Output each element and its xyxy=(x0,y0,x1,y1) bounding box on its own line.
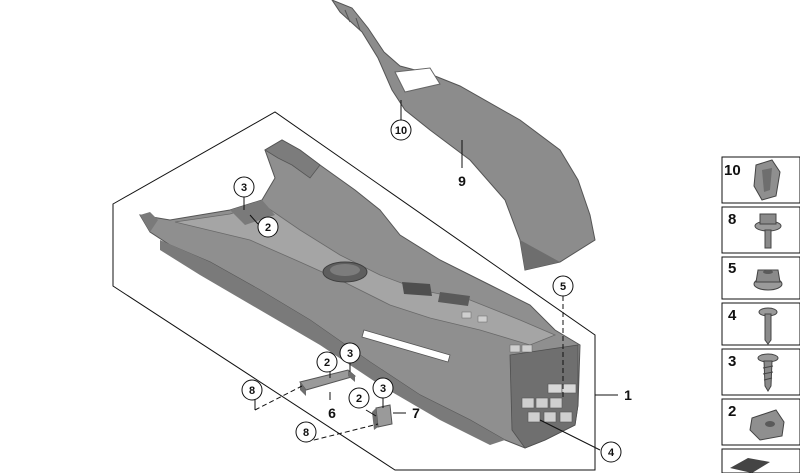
callout-3-low[interactable]: 3 xyxy=(372,377,394,399)
part-number-7: 7 xyxy=(412,405,420,421)
legend-row-5[interactable]: 5 xyxy=(721,256,800,300)
assembly-outline xyxy=(112,111,596,471)
svg-text:8: 8 xyxy=(728,211,736,228)
svg-text:8: 8 xyxy=(303,427,309,439)
legend-row-partial xyxy=(721,448,800,473)
callout-4[interactable]: 4 xyxy=(600,441,622,463)
svg-text:4: 4 xyxy=(728,307,737,324)
svg-text:3: 3 xyxy=(347,348,353,360)
svg-text:2: 2 xyxy=(356,393,362,405)
trim-panel-part[interactable] xyxy=(331,0,596,271)
bracket-part-7[interactable] xyxy=(372,404,393,430)
callout-10[interactable]: 10 xyxy=(390,119,412,141)
callout-3-top[interactable]: 3 xyxy=(233,176,255,198)
callout-2-low[interactable]: 2 xyxy=(348,387,370,409)
legend-row-2[interactable]: 2 xyxy=(721,398,800,446)
expanding-rivet-icon xyxy=(758,307,778,345)
svg-text:5: 5 xyxy=(728,260,736,277)
leader-lines xyxy=(243,100,618,451)
svg-text:4: 4 xyxy=(608,447,615,459)
svg-text:3: 3 xyxy=(241,182,247,194)
legend-row-8[interactable]: 8 xyxy=(721,206,800,254)
svg-text:3: 3 xyxy=(380,383,386,395)
svg-text:5: 5 xyxy=(560,281,566,293)
part-number-9: 9 xyxy=(458,173,466,189)
svg-text:8: 8 xyxy=(249,385,255,397)
svg-text:10: 10 xyxy=(395,125,407,137)
self-tapping-screw-icon xyxy=(757,353,779,392)
svg-text:2: 2 xyxy=(728,403,736,420)
callout-2-mid[interactable]: 2 xyxy=(316,351,338,373)
part-number-1: 1 xyxy=(624,387,632,403)
callout-2-top[interactable]: 2 xyxy=(257,216,279,238)
center-console-part[interactable] xyxy=(139,139,581,449)
callout-3-mid[interactable]: 3 xyxy=(339,342,361,364)
svg-text:10: 10 xyxy=(724,162,741,179)
legend-row-3[interactable]: 3 xyxy=(721,348,800,396)
callout-5[interactable]: 5 xyxy=(552,275,574,297)
svg-text:2: 2 xyxy=(265,222,271,234)
svg-text:2: 2 xyxy=(324,357,330,369)
legend-row-10[interactable]: 10 xyxy=(721,156,800,204)
callout-8-upper[interactable]: 8 xyxy=(241,379,263,401)
bracket-part-6[interactable] xyxy=(299,369,357,396)
spring-nut-icon xyxy=(749,409,785,441)
callout-8-lower[interactable]: 8 xyxy=(295,421,317,443)
clip-nut-icon xyxy=(753,159,781,201)
hex-nut-icon xyxy=(753,269,783,291)
fastener-legend: 10 8 5 xyxy=(721,156,800,473)
flange-bolt-icon xyxy=(754,213,782,249)
part-number-6: 6 xyxy=(328,405,336,421)
legend-row-4[interactable]: 4 xyxy=(721,302,800,346)
svg-text:3: 3 xyxy=(728,353,736,370)
